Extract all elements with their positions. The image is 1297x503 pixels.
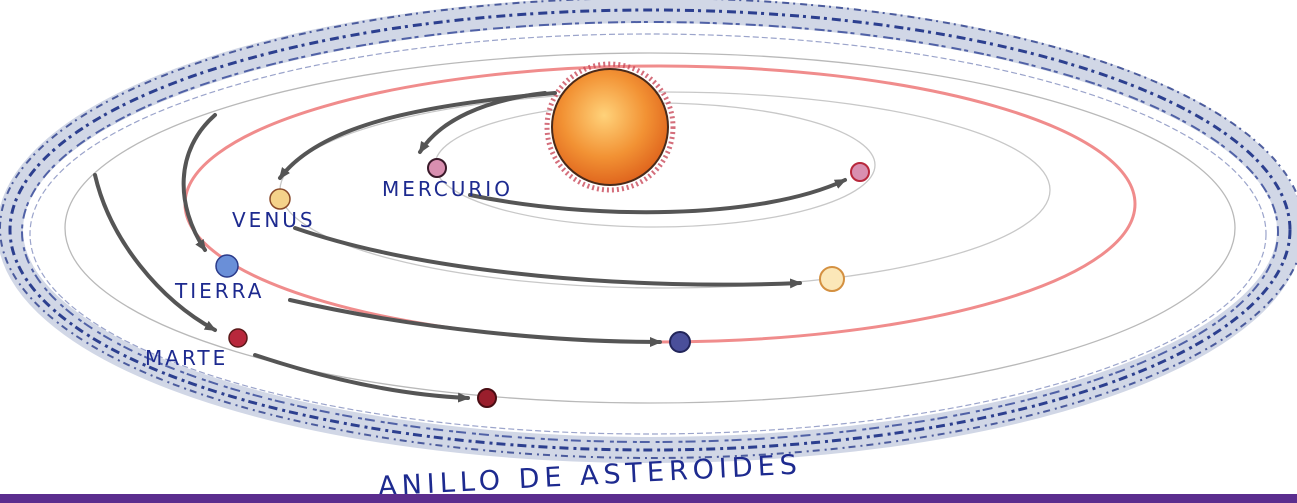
venus-label: VENUS [232,208,316,232]
mars-planet [228,328,248,348]
arrow-venus-orbit [293,226,802,289]
mercury-planet [427,158,447,178]
asteroid-ring [0,0,1297,463]
mars-planet-later [477,388,497,408]
arrow-to-mars [93,173,217,332]
mars-label: MARTE [145,346,228,370]
arrow-mars-orbit [253,353,470,403]
venus-planet [269,188,291,210]
mars-orbit [64,52,1236,404]
arrow-to-venus [278,91,557,180]
venus-planet-later [819,266,845,292]
earth-label: TIERRA [174,279,264,303]
arrow-to-earth [181,113,217,252]
sun [544,61,676,193]
mercury-planet-later [850,162,870,182]
mercury-label: MERCURIO [382,177,513,201]
earth-planet [215,254,239,278]
arrow-earth-orbit [288,298,662,347]
footer-bar [0,494,1297,503]
arrow-mercury-orbit [468,178,847,215]
earth-planet-later [669,331,691,353]
motion-arrows [93,91,847,403]
